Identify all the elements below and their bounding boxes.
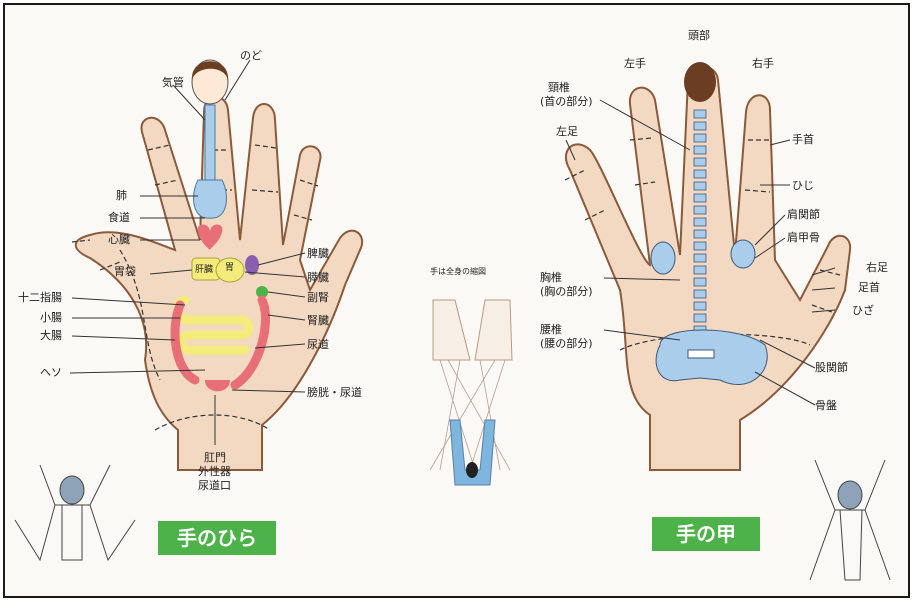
label-small-intestine: 小腸 (40, 312, 62, 324)
label-knee: ひざ (852, 305, 874, 317)
back-title: 手の甲 (652, 517, 760, 551)
label-lung: 肺 (116, 190, 127, 202)
label-ankle: 足首 (858, 282, 880, 294)
back-outline (566, 67, 850, 471)
label-anus: 肛門 (204, 452, 226, 464)
label-lumbar: 腰椎 (540, 324, 562, 336)
bottom-left-figure (15, 465, 135, 560)
label-wrist: 手首 (792, 134, 814, 146)
right-scapula-shape (731, 240, 755, 268)
lung-shape (194, 180, 227, 218)
palm-title: 手のひら (158, 521, 276, 555)
label-pelvis: 骨盤 (815, 400, 837, 412)
label-hip-joint: 股関節 (815, 362, 848, 374)
center-left-hand (433, 300, 470, 360)
label-large-intestine: 大腸 (40, 330, 62, 342)
label-cervical: 頸椎 (548, 82, 570, 94)
center-head (466, 462, 478, 478)
label-right-foot: 右足 (866, 262, 888, 274)
label-ureter: 尿道 (307, 339, 329, 351)
label-left-hand: 左手 (624, 58, 646, 70)
label-pancreas: 膵臓 (307, 272, 329, 284)
center-caption: 手は全身の縮図 (430, 266, 486, 278)
label-stomach-bag: 胃袋 (114, 266, 136, 278)
label-navel: ヘソ (40, 367, 62, 379)
label-trachea: 気管 (162, 77, 184, 89)
left-scapula-shape (651, 242, 675, 274)
label-heart: 心臓 (108, 234, 130, 246)
back-hand (565, 62, 850, 470)
label-esophagus: 食道 (108, 212, 130, 224)
center-right-hand (475, 300, 512, 360)
label-genitals: 外性器 (198, 466, 231, 478)
label-duodenum: 十二指腸 (18, 292, 62, 304)
bottom-right-figure (810, 460, 890, 580)
label-thoracic: 胸椎 (540, 272, 562, 284)
label-lumbar-note: (腰の部分) (540, 338, 593, 350)
label-bladder: 膀胱・尿道 (307, 387, 362, 399)
label-left-foot: 左足 (556, 126, 578, 138)
label-spleen: 脾臓 (307, 248, 329, 260)
label-stomach: 胃 (225, 262, 234, 274)
label-throat: のど (240, 50, 262, 62)
label-adrenal: 副腎 (307, 292, 329, 304)
label-thoracic-note: (胸の部分) (540, 286, 593, 298)
label-cervical-note: (首の部分) (540, 96, 593, 108)
label-scapula: 肩甲骨 (787, 232, 820, 244)
label-urethral-opening: 尿道口 (198, 480, 231, 492)
label-head: 頭部 (688, 30, 710, 42)
label-shoulder-joint: 肩関節 (787, 209, 820, 221)
sacrum-shape (688, 350, 714, 358)
label-kidney: 腎臓 (307, 315, 329, 327)
head-back-icon (684, 62, 716, 102)
label-liver: 肝臓 (195, 264, 213, 276)
label-elbow: ひじ (792, 180, 814, 192)
label-right-hand: 右手 (752, 58, 774, 70)
center-illustration (430, 300, 512, 485)
